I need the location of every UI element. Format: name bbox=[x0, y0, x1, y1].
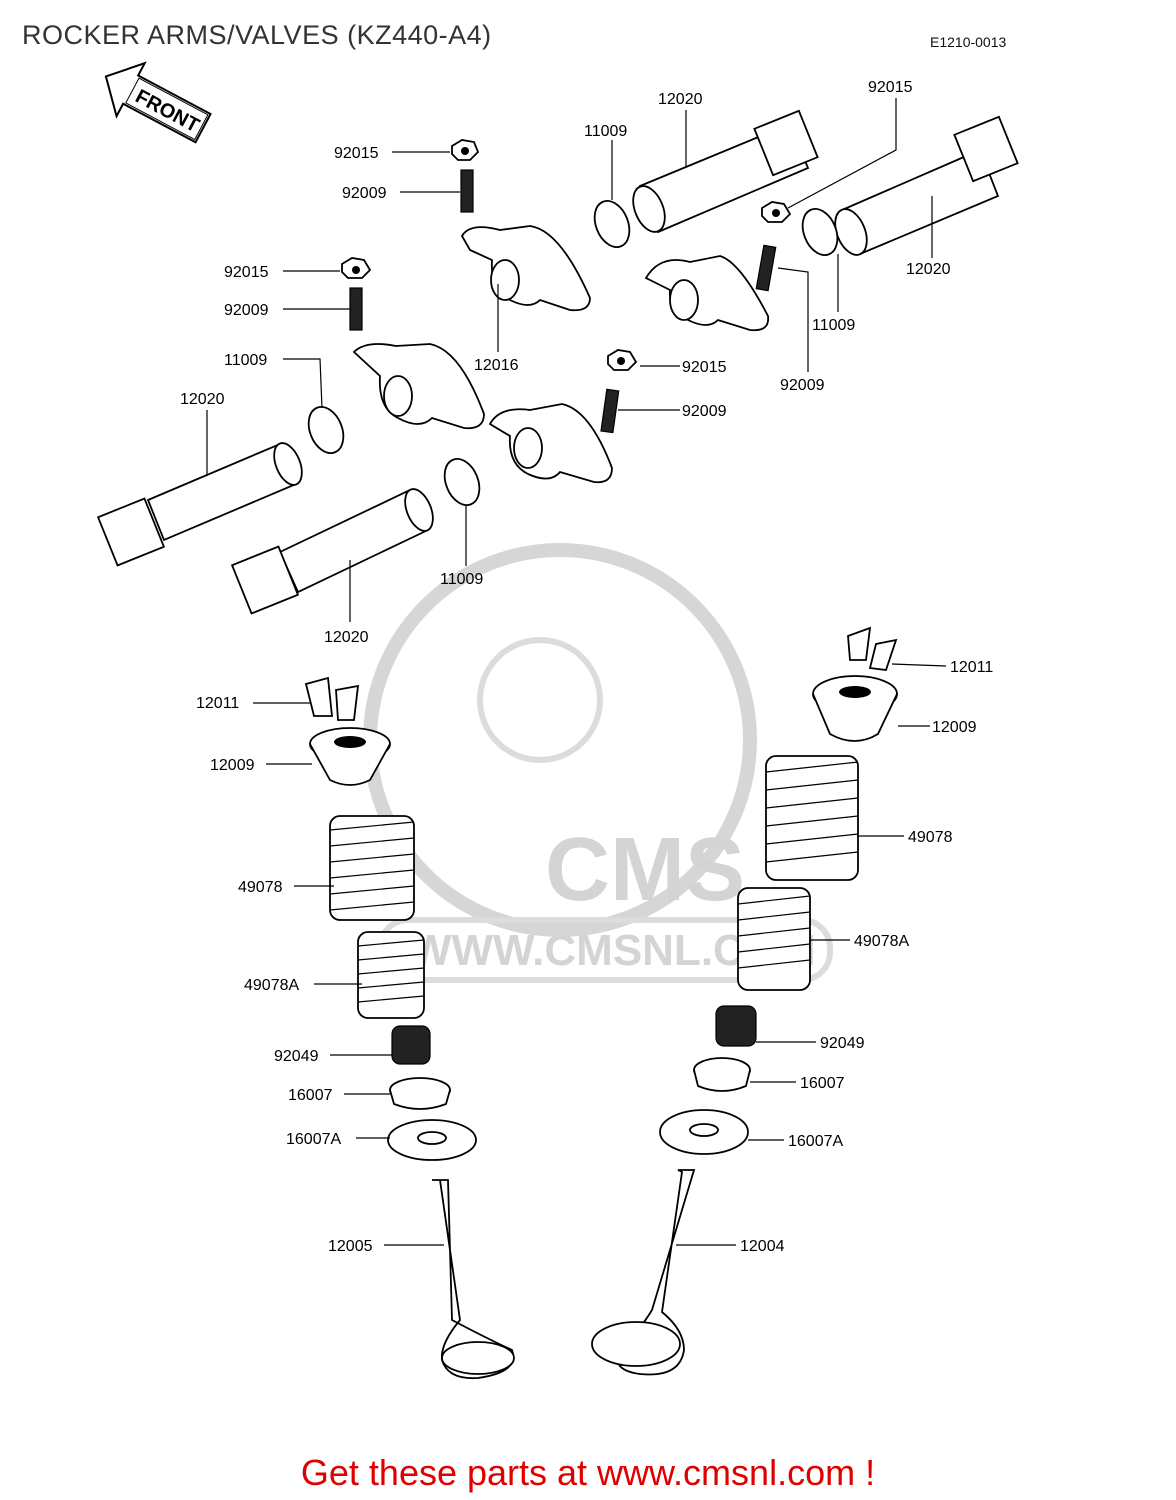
shaft-12020-left-b bbox=[230, 488, 434, 615]
valve-12004 bbox=[591, 1169, 696, 1376]
watermark-brand: CMS bbox=[545, 820, 745, 920]
washer-16007A-left bbox=[387, 1119, 477, 1161]
nut-92015-b bbox=[341, 257, 372, 279]
washer-11009-right bbox=[801, 208, 839, 256]
washer-11009-top bbox=[593, 200, 631, 248]
label-11009-a: 11009 bbox=[224, 352, 267, 369]
label-11009-right: 11009 bbox=[812, 317, 855, 334]
label-92009-b: 92009 bbox=[224, 302, 269, 319]
diagram-code: E1210-0013 bbox=[930, 34, 1007, 50]
washer-16007A-right bbox=[659, 1109, 749, 1155]
label-12004: 12004 bbox=[740, 1238, 785, 1255]
spring-49078-left bbox=[329, 815, 415, 921]
rocker-arm-lower-left bbox=[352, 343, 485, 430]
seat-16007-right bbox=[693, 1057, 751, 1092]
collet-12011-left bbox=[304, 676, 360, 721]
label-92009-a: 92009 bbox=[342, 185, 387, 202]
label-92015-c: 92015 bbox=[682, 359, 727, 376]
page-title: ROCKER ARMS/VALVES (KZ440-A4) bbox=[22, 20, 492, 50]
label-12020-b: 12020 bbox=[324, 629, 369, 646]
label-12009-right: 12009 bbox=[932, 719, 977, 736]
seal-92049-right bbox=[715, 1005, 757, 1047]
retainer-12009-right bbox=[812, 675, 898, 742]
adjuster-92009-a bbox=[460, 169, 474, 213]
nut-92015-top bbox=[761, 201, 792, 223]
label-12011-right: 12011 bbox=[950, 659, 993, 676]
label-49078-right: 49078 bbox=[908, 829, 953, 846]
adjuster-92009-c bbox=[600, 388, 620, 434]
label-92015-a: 92015 bbox=[334, 145, 379, 162]
label-12020-right: 12020 bbox=[906, 261, 951, 278]
label-92009-c: 92009 bbox=[682, 403, 727, 420]
spring-49078-right bbox=[765, 755, 859, 881]
label-11009-b: 11009 bbox=[440, 571, 483, 588]
rocker-arm-upper-center bbox=[460, 225, 591, 312]
nut-92015-c bbox=[607, 349, 638, 371]
nut-92015-a bbox=[451, 139, 480, 161]
footer-link[interactable]: Get these parts at www.cmsnl.com ! bbox=[300, 1452, 876, 1493]
adjuster-92009-right bbox=[755, 244, 777, 292]
watermark-face bbox=[477, 637, 603, 763]
shaft-12020-right bbox=[834, 115, 1019, 256]
washer-11009-left-a bbox=[307, 406, 345, 454]
label-16007-left: 16007 bbox=[288, 1087, 333, 1104]
label-12020-top: 12020 bbox=[658, 91, 703, 108]
label-12009-left: 12009 bbox=[210, 757, 255, 774]
label-92049-right: 92049 bbox=[820, 1035, 865, 1052]
label-12011-left: 12011 bbox=[196, 695, 239, 712]
label-92049-left: 92049 bbox=[274, 1048, 319, 1065]
valve-12005 bbox=[432, 1179, 515, 1380]
spring-49078A-right bbox=[737, 887, 811, 991]
seal-92049-left bbox=[391, 1025, 431, 1065]
label-16007-right: 16007 bbox=[800, 1075, 845, 1092]
label-92015-top: 92015 bbox=[868, 79, 913, 96]
label-49078A-right: 49078A bbox=[854, 933, 909, 950]
label-92009-right: 92009 bbox=[780, 377, 825, 394]
front-arrow: FRONT bbox=[104, 61, 212, 144]
washer-11009-left-b bbox=[443, 458, 481, 506]
adjuster-92009-b bbox=[349, 287, 363, 331]
seat-16007-left bbox=[389, 1077, 451, 1110]
label-11009-top: 11009 bbox=[584, 123, 627, 140]
shaft-12020-top bbox=[632, 109, 819, 234]
shaft-12020-left-a bbox=[96, 442, 303, 567]
label-16007A-left: 16007A bbox=[286, 1131, 341, 1148]
label-12020-a: 12020 bbox=[180, 391, 225, 408]
leader-lines bbox=[206, 98, 947, 1246]
rocker-arm-lower-center bbox=[488, 403, 613, 484]
label-12016: 12016 bbox=[474, 357, 519, 374]
retainer-12009-left bbox=[309, 727, 391, 786]
label-49078-left: 49078 bbox=[238, 879, 283, 896]
label-12005: 12005 bbox=[328, 1238, 373, 1255]
part-labels: 92015 92009 92015 92009 11009 12020 1201… bbox=[180, 79, 993, 1255]
spring-49078A-left bbox=[357, 931, 425, 1019]
collet-12011-right bbox=[847, 626, 898, 671]
rocker-arm-upper-right bbox=[644, 255, 770, 332]
label-16007A-right: 16007A bbox=[788, 1133, 843, 1150]
label-49078A-left: 49078A bbox=[244, 977, 299, 994]
label-92015-b: 92015 bbox=[224, 264, 269, 281]
